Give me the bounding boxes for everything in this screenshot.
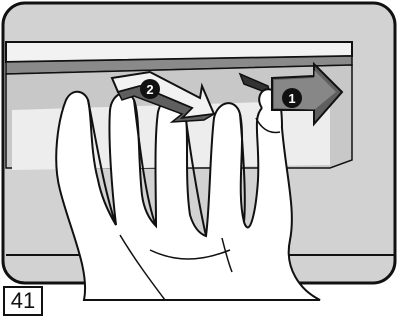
figure-number: 41	[3, 286, 43, 316]
step-2-marker: 2	[140, 79, 160, 99]
step-2-label: 2	[146, 82, 153, 97]
step-1-label: 1	[288, 91, 295, 106]
step-1-marker: 1	[282, 88, 302, 108]
